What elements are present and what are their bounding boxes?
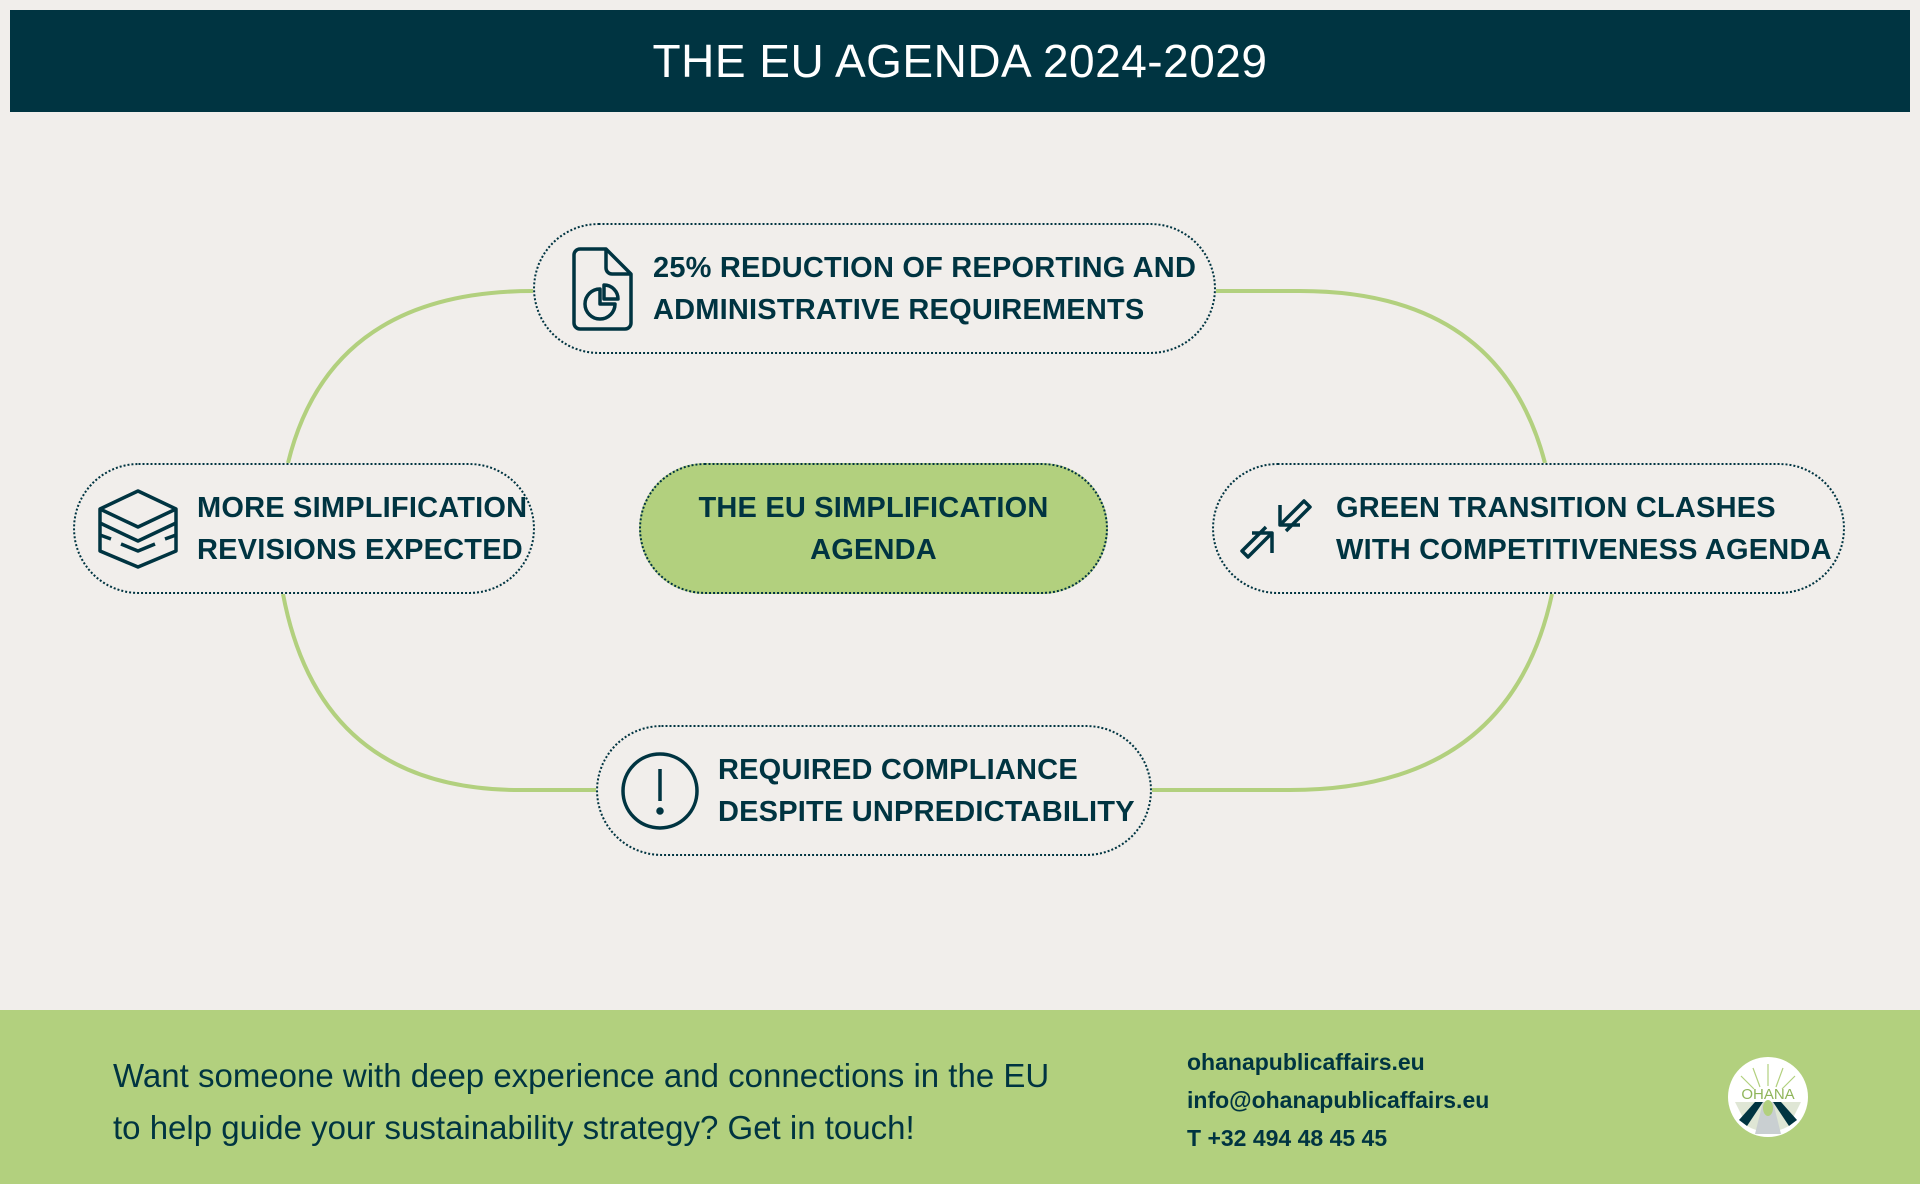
website-link[interactable]: ohanapublicaffairs.eu	[1187, 1049, 1425, 1075]
node-text-line1: MORE SIMPLIFICATION	[197, 491, 528, 524]
node-text-line1: 25% REDUCTION OF REPORTING AND	[653, 251, 1197, 284]
center-node: THE EU SIMPLIFICATION AGENDA	[639, 463, 1108, 594]
document-pie-chart-icon	[571, 246, 633, 331]
connector-top-left	[286, 289, 534, 464]
header-banner: THE EU AGENDA 2024-2029	[10, 10, 1910, 112]
connector-left-bottom	[281, 593, 596, 792]
logo-text: OHANA	[1741, 1086, 1794, 1103]
node-text-line2: ADMINISTRATIVE REQUIREMENTS	[653, 293, 1145, 326]
node-text-line2: WITH COMPETITIVENESS AGENDA	[1336, 533, 1832, 566]
exclamation-circle-icon	[620, 751, 700, 831]
ohana-logo: OHANA	[1728, 1057, 1808, 1137]
email-link[interactable]: info@ohanapublicaffairs.eu	[1187, 1087, 1490, 1113]
cta-line1: Want someone with deep experience and co…	[113, 1057, 1050, 1094]
node-text-line1: GREEN TRANSITION CLASHES	[1336, 491, 1776, 524]
node-simplification-revisions: MORE SIMPLIFICATION REVISIONS EXPECTED	[73, 463, 535, 594]
footer: Want someone with deep experience and co…	[0, 1010, 1920, 1184]
node-reporting-reduction: 25% REDUCTION OF REPORTING AND ADMINISTR…	[533, 223, 1216, 354]
node-green-transition: GREEN TRANSITION CLASHES WITH COMPETITIV…	[1212, 463, 1845, 594]
phone-number[interactable]: T +32 494 48 45 45	[1187, 1125, 1388, 1151]
connector-right-bottom	[1152, 593, 1554, 792]
node-text-line2: REVISIONS EXPECTED	[197, 533, 523, 566]
connector-top-right	[1216, 289, 1547, 464]
node-required-compliance: REQUIRED COMPLIANCE DESPITE UNPREDICTABI…	[596, 725, 1152, 856]
node-text-line2: DESPITE UNPREDICTABILITY	[718, 795, 1135, 828]
center-text-line2: AGENDA	[810, 533, 937, 566]
center-text-line1: THE EU SIMPLIFICATION	[698, 491, 1049, 524]
opposing-arrows-icon	[1236, 489, 1316, 569]
call-to-action: Want someone with deep experience and co…	[113, 1050, 1049, 1154]
contact-info: ohanapublicaffairs.eu info@ohanapublicaf…	[1187, 1043, 1489, 1157]
node-text-line1: REQUIRED COMPLIANCE	[718, 753, 1078, 786]
layers-icon	[97, 488, 179, 569]
connector-lines	[281, 289, 1554, 792]
page-title: THE EU AGENDA 2024-2029	[652, 35, 1268, 87]
cta-line2: to help guide your sustainability strate…	[113, 1109, 915, 1146]
